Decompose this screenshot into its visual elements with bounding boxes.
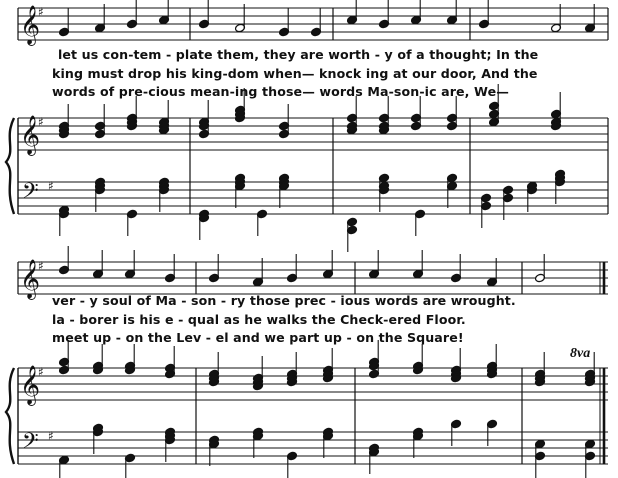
treble-clef-icon: 𝄞 — [20, 259, 40, 300]
lyric-line-2: king must drop his king-dom when— knock … — [52, 66, 538, 81]
lyric-line-6: meet up - on the Lev - el and we part up… — [52, 330, 464, 345]
lyric-line-4: ver - y soul of Ma - son - ry those prec… — [52, 293, 516, 308]
key-signature-sharp: ♯ — [38, 365, 44, 379]
octava-marking: 8va — [570, 346, 591, 361]
lyric-line-5: la - borer is his e - qual as he walks t… — [52, 312, 466, 327]
key-signature-sharp: ♯ — [38, 115, 44, 129]
bass-clef-icon: 𝄢 — [22, 429, 39, 459]
brace — [4, 117, 16, 215]
key-signature-sharp: ♯ — [38, 259, 44, 273]
treble-clef-icon: 𝄞 — [20, 5, 40, 46]
treble-clef-icon: 𝄞 — [20, 365, 40, 406]
treble-clef-icon: 𝄞 — [20, 115, 40, 156]
lyric-line-3: words of pre-cious mean-ing those— words… — [52, 84, 509, 99]
lyric-line-1: let us con-tem - plate them, they are wo… — [58, 47, 539, 62]
key-signature-sharp: ♯ — [48, 429, 54, 443]
staff-lines — [4, 7, 609, 465]
notes: 𝄞𝄞𝄢♯♯♯𝄞𝄞𝄢♯♯♯ — [20, 0, 596, 478]
key-signature-sharp: ♯ — [38, 5, 44, 19]
bass-clef-icon: 𝄢 — [22, 179, 39, 209]
key-signature-sharp: ♯ — [48, 179, 54, 193]
brace — [4, 367, 16, 465]
